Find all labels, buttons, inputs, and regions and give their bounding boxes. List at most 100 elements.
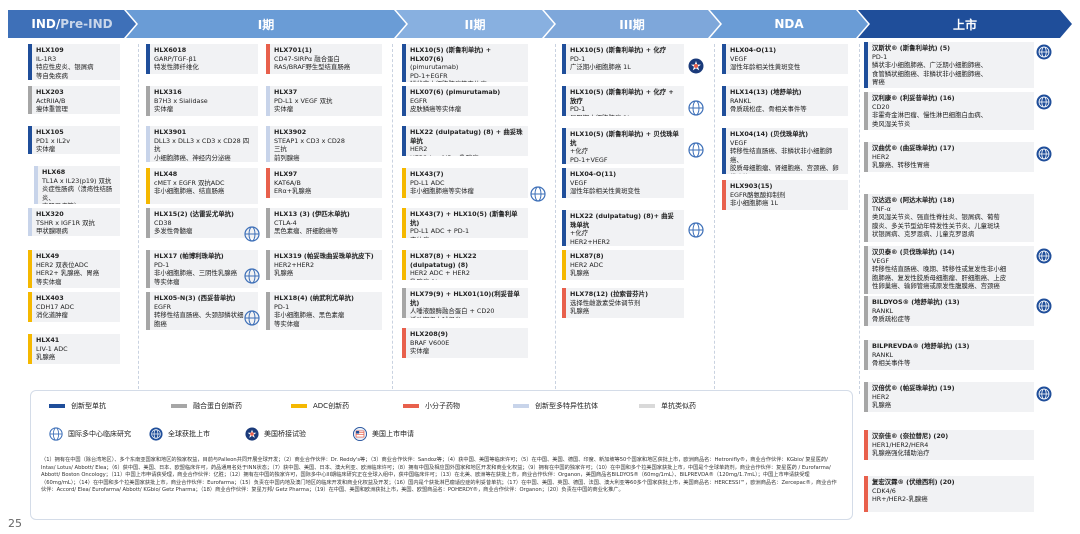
divider: [555, 44, 556, 394]
pipeline-card: HLX43(7) + HLX10(5) (斯鲁利单抗)PD-L1 ADC + P…: [402, 208, 528, 238]
global-approval-icon: [1036, 248, 1052, 264]
pipeline-card: 汉斯状® (斯鲁利单抗) (5)PD-1 鳞状非小细胞肺癌、广泛期小细胞肺癌、 …: [864, 42, 1034, 88]
pipeline-card: HLX43(7)PD-L1 ADC 非小细胞肺癌等实体瘤: [402, 168, 528, 198]
pipeline-card: 汉利康® (利妥昔单抗) (16)CD20 非霍奇金淋巴瘤、慢性淋巴细胞白血病、…: [864, 92, 1034, 130]
divider: [859, 44, 860, 394]
global-mrct-icon: [688, 142, 704, 158]
legend-label: ADC创新药: [313, 402, 350, 410]
global-mrct-icon: [244, 310, 260, 326]
legend-label: 国际多中心临床研究: [68, 430, 131, 438]
legend-item: 融合蛋白创新药: [171, 401, 242, 411]
legend-item: 美国上市申请: [353, 427, 414, 441]
legend-label: 单抗类似药: [661, 402, 696, 410]
stage-phase1: I期: [126, 10, 406, 38]
stage-label: NDA: [774, 17, 804, 31]
legend-swatch: [513, 404, 529, 408]
stage-label: III期: [619, 17, 645, 32]
legend-swatch: [403, 404, 419, 408]
global-approval-icon: [1036, 146, 1052, 162]
pipeline-card: HLX13 (3) (伊匹木单抗)CTLA-4 黑色素瘤、肝细胞癌等: [266, 208, 382, 238]
legend-label: 融合蛋白创新药: [193, 402, 242, 410]
pipeline-card: HLX04-O(11)VEGF 湿性年龄相关性黄斑变性: [722, 44, 848, 74]
stage-label: II期: [464, 17, 486, 32]
global-approval-icon: [1036, 386, 1052, 402]
stage-label: 上市: [952, 17, 977, 32]
legend-swatch: [171, 404, 187, 408]
legend-label: 美国上市申请: [372, 430, 414, 438]
pipeline-card: 汉倍优® (帕妥珠单抗) (19)HER2 乳腺癌: [864, 382, 1034, 412]
pipeline-card: BILDYOS® (地舒单抗) (13)RANKL 骨质疏松症等: [864, 296, 1034, 326]
pipeline-card: HLX319 (帕妥珠曲妥珠单抗皮下)HER2+HER2 乳腺癌: [266, 250, 382, 280]
legend-item: 单抗类似药: [639, 401, 696, 411]
global-mrct-icon: [244, 268, 260, 284]
stage-label: I期: [257, 17, 275, 32]
stage-phase2: II期: [396, 10, 554, 38]
pipeline-card: HLX903(15)EGFR酪氨酸抑制剂 非小细胞肺癌 1L: [722, 180, 848, 210]
pipeline-card: HLX14(13) (地舒单抗)RANKL 骨质疏松症、骨相关事件等: [722, 86, 848, 116]
pipeline-card: HLX701(1)CD47-SIRPα 融合蛋白 RAS/BRAF野生型结直肠癌: [266, 44, 382, 74]
global-mrct-icon: [530, 186, 546, 202]
pipeline-card: HLX07(6) (pimurutamab)EGFR 皮肤鳞癌等实体瘤: [402, 86, 528, 116]
pipeline-card: HLX78(12) (拉索昔芬片)选择性雌激素受体调节剂 乳腺癌: [562, 288, 684, 318]
pipeline-card: HLX22 (dulpatatug) (8)+ 曲妥珠单抗+化疗 HER2+HE…: [562, 210, 684, 246]
legend-label: 美国桥接试验: [264, 430, 306, 438]
pipeline-card: HLX15(2) (达雷妥尤单抗)CD38 多发性骨髓瘤: [146, 208, 258, 238]
global-mrct-icon: [244, 226, 260, 242]
us-bridging-trial-icon: [688, 58, 704, 74]
legend-item: 美国桥接试验: [245, 427, 306, 441]
legend-label: 创新型单抗: [71, 402, 106, 410]
stage-nda: NDA: [710, 10, 868, 38]
legend-swatch: [639, 404, 655, 408]
us-bridging-trial-icon: [245, 427, 259, 441]
pipeline-card: HLX05-N(3) (西妥昔单抗)EGFR 转移性结直肠癌、头颈部鳞状细 胞癌: [146, 292, 258, 330]
legend-label: 创新型多特异性抗体: [535, 402, 598, 410]
global-mrct-icon: [49, 427, 63, 441]
pipeline-card: HLX10(5) (斯鲁利单抗) + 贝伐珠单抗+化疗 PD-1+VEGF 转移…: [562, 128, 684, 164]
stage-label: IND/Pre-IND: [31, 17, 113, 31]
stage-market: 上市: [858, 10, 1072, 38]
divider: [714, 44, 715, 394]
divider: [138, 44, 139, 394]
pipeline-card: HLX04-O(11)VEGF 湿性年龄相关性黄斑变性: [562, 168, 684, 198]
global-approval-icon: [1036, 94, 1052, 110]
us-application-icon: [353, 427, 367, 441]
pipeline-card: HLX87(8)HER2 ADC 乳腺癌: [562, 250, 684, 280]
pipeline-card: BILPREVDA® (地舒单抗) (13)RANKL 骨相关事件等: [864, 340, 1034, 370]
page-number: 25: [8, 517, 22, 530]
pipeline-card: HLX10(5) (斯鲁利单抗) + HLX07(6)(pimurutamab)…: [402, 44, 528, 82]
legend-item: 创新型单抗: [49, 401, 106, 411]
legend-item: 国际多中心临床研究: [49, 427, 131, 441]
legend-swatch: [291, 404, 307, 408]
legend-swatch: [49, 404, 65, 408]
pipeline-card: HLX208(9)BRAF V600E 实体瘤: [402, 328, 528, 358]
pipeline-card: HLX04(14) (贝伐珠单抗)VEGF 转移性结直肠癌、非鳞状非小细胞肺癌、…: [722, 128, 848, 174]
global-mrct-icon: [688, 100, 704, 116]
legend-label: 全球获批上市: [168, 430, 210, 438]
pipeline-card: 汉贝泰® (贝伐珠单抗) (14)VEGF 转移性结直肠癌、晚期、转移性或复发性…: [864, 246, 1034, 294]
stage-ind: IND/Pre-IND: [8, 10, 136, 38]
pipeline-card: 复宏汉霖® (伏维西利) (20)CDK4/6 HR+/HER2-乳腺癌: [864, 476, 1034, 512]
footnotes: （1）拥有在中国（除台湾地区）、多个东南亚国家和地区的独家权益，目前与Palle…: [41, 457, 837, 494]
legend-item: 全球获批上市: [149, 427, 210, 441]
pipeline-card: 汉奈佳® (奈拉替尼) (20)HER1/HER2/HER4 乳腺癌强化辅助治疗: [864, 430, 1034, 460]
legend-box: 创新型单抗 融合蛋白创新药 ADC创新药 小分子药物 创新型多特异性抗体 单抗类…: [30, 390, 853, 520]
legend-item: 创新型多特异性抗体: [513, 401, 598, 411]
pipeline-card: HLX79(9) + HLX01(10)(利妥昔单抗)人唾液酸酶融合蛋白 + C…: [402, 288, 528, 318]
pipeline-card: HLX18(4) (纳武利尤单抗)PD-1 非小细胞肺癌、黑色素瘤 等实体瘤: [266, 292, 382, 330]
legend-label: 小分子药物: [425, 402, 460, 410]
pipeline-card: HLX87(8) + HLX22 (dulpatatug) (8)HER2 AD…: [402, 250, 528, 280]
